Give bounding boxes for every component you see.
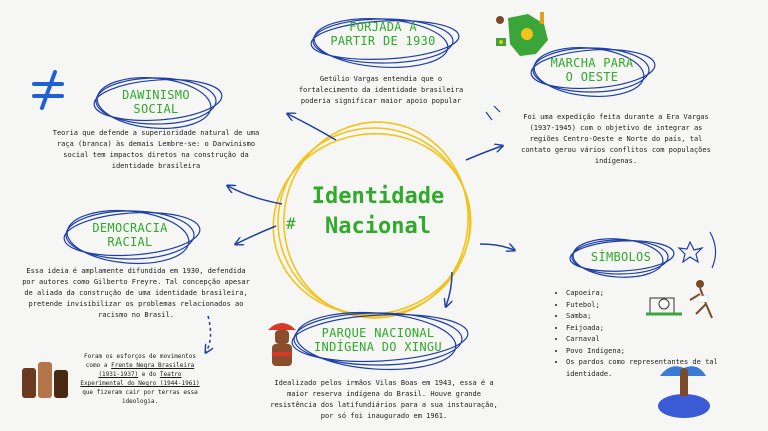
democracia-title-line1: DEMOCRACIA xyxy=(92,221,168,235)
xingu-title: PARQUE NACIONAL INDÍGENA DO XINGU xyxy=(298,326,458,354)
simbolos-item: Povo Indígena; xyxy=(566,346,746,358)
arrow-to-xingu xyxy=(446,271,453,306)
darwinismo-title-line1: DAWINISMO xyxy=(122,88,190,102)
doodle-marks xyxy=(485,105,717,269)
note-link-frente-negra[interactable]: Frente Negra Brasileira (1931-1937) xyxy=(98,362,195,378)
simbolos-title: SÍMBOLOS xyxy=(590,250,652,264)
democracia-note: Foram os esforços de movimentos como a F… xyxy=(80,352,200,406)
simbolos-title-ring xyxy=(569,238,675,278)
note-link-teatro-experimental[interactable]: Teatro Experimental do Negro (1944-1961) xyxy=(80,371,200,387)
indigenous-person-icon xyxy=(268,323,296,366)
note-text-2: e do xyxy=(138,371,160,378)
simbolos-item: Samba; xyxy=(566,311,746,323)
center-title-line1: Identidade xyxy=(311,184,445,209)
marcha-text: Foi uma expedição feita durante a Era Va… xyxy=(521,113,711,165)
simbolos-item: Futebol; xyxy=(566,300,746,312)
simbolos-item: Carnaval xyxy=(566,334,746,346)
arrow-to-note xyxy=(206,315,211,352)
xingu-title-line1: PARQUE NACIONAL xyxy=(321,326,435,340)
simbolos-item: Feijoada; xyxy=(566,323,746,335)
note-text-1: Foram os esforços de movimentos como a xyxy=(84,353,196,369)
marcha-title-line1: MARCHA PARA xyxy=(550,56,634,70)
arrow-to-democracia xyxy=(236,225,277,244)
arrow-to-simbolos xyxy=(479,244,514,250)
hash-mark: # xyxy=(286,214,296,233)
center-title-line2: Nacional xyxy=(325,214,431,239)
darwinismo-title: DAWINISMO SOCIAL xyxy=(100,88,212,116)
simbolos-item: Capoeira; xyxy=(566,288,746,300)
forjada-text: Getúlio Vargas entendia que o fortalecim… xyxy=(298,75,464,105)
darwinismo-title-line2: SOCIAL xyxy=(133,102,179,116)
forjada-title-line1: FORJADA A xyxy=(349,20,417,34)
forjada-title: FORJADA A PARTIR DE 1930 xyxy=(318,20,448,48)
capoeira-icon xyxy=(689,280,713,319)
not-equal-icon xyxy=(32,70,64,110)
carnival-dancer-icon xyxy=(658,366,710,418)
democracia-title-line2: RACIAL xyxy=(107,235,153,249)
center-title: Identidade Nacional xyxy=(288,182,468,242)
xingu-title-ring xyxy=(291,311,469,371)
democracia-title-ring xyxy=(63,209,201,265)
marcha-title: MARCHA PARA O OESTE xyxy=(538,56,646,84)
darwinismo-title-ring xyxy=(93,77,223,129)
democracia-title: DEMOCRACIA RACIAL xyxy=(70,221,190,249)
marcha-title-ring xyxy=(530,47,656,97)
arrow-to-marcha xyxy=(465,146,502,161)
arrow-to-darwinismo xyxy=(228,186,283,205)
xingu-title-line2: INDÍGENA DO XINGU xyxy=(314,340,442,354)
simbolos-item: Os pardos como representantes de tal ide… xyxy=(566,357,746,380)
darwinismo-text: Teoria que defende a superioridade natur… xyxy=(52,129,260,170)
forjada-title-ring xyxy=(310,18,460,68)
marcha-title-line2: O OESTE xyxy=(565,70,619,84)
note-text-3: que fizeram cair por terras essa ideolog… xyxy=(82,389,198,405)
brazil-map-icon xyxy=(496,12,548,56)
football-icon xyxy=(646,297,682,316)
fists-icon xyxy=(22,362,68,398)
arrow-to-forjada xyxy=(288,114,337,141)
forjada-title-line2: PARTIR DE 1930 xyxy=(330,34,436,48)
democracia-text: Essa ideia é amplamente difundida em 193… xyxy=(22,267,250,319)
xingu-text: Idealizado pelos irmãos Vilas Boas em 19… xyxy=(270,379,498,420)
simbolos-list: Capoeira;Futebol;Samba;Feijoada;Carnaval… xyxy=(556,288,746,380)
